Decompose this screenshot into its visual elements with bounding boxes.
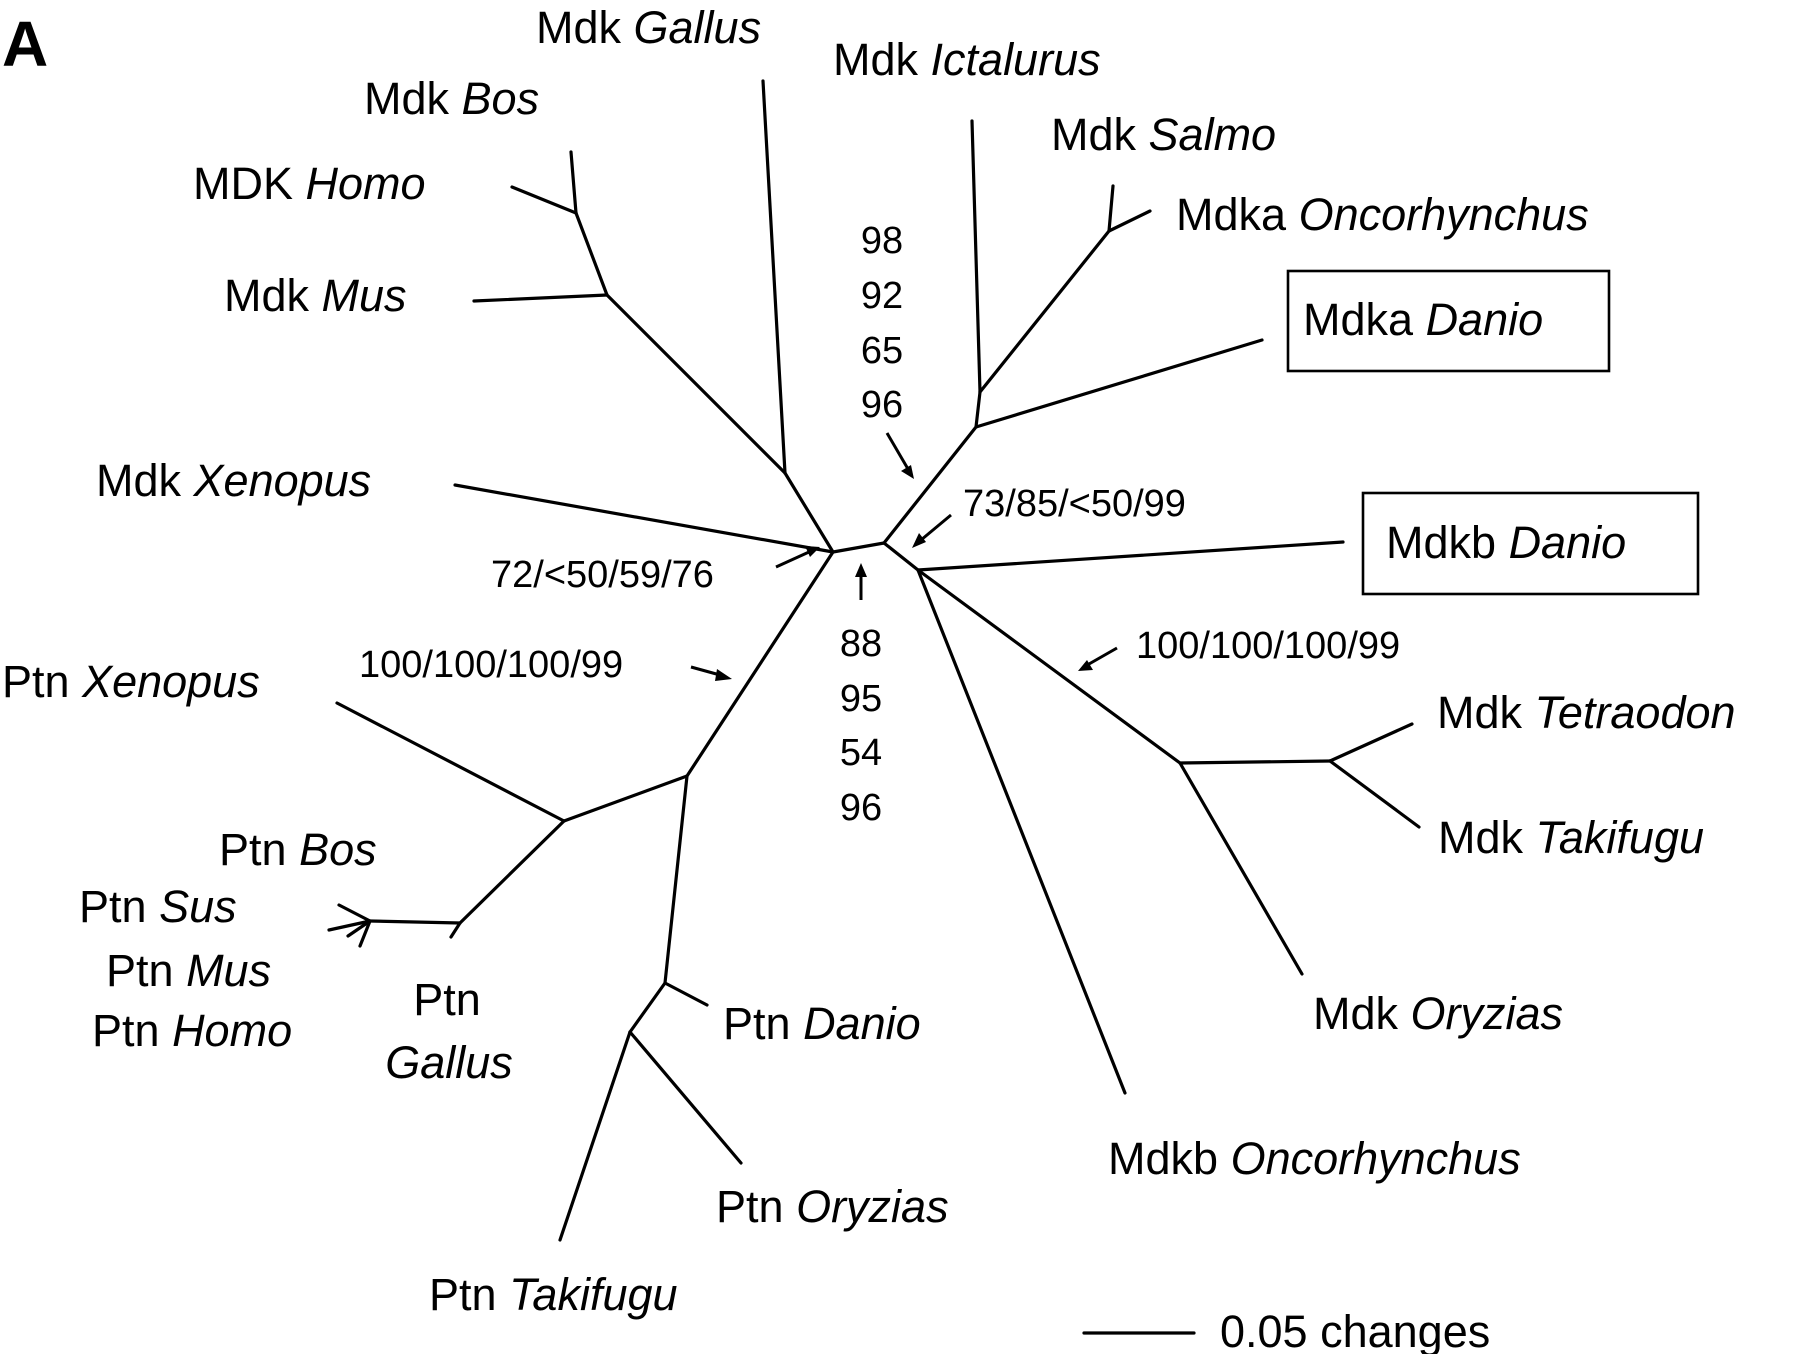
taxon-label-mdk-homo: MDK Homo bbox=[193, 158, 426, 209]
support-mdk-clade: 73/85/<50/99 bbox=[963, 483, 1186, 525]
taxon-label-mdk-mus: Mdk Mus bbox=[224, 270, 407, 321]
arrow-ptn-clade-node bbox=[690, 665, 732, 681]
panel-label: A bbox=[2, 8, 48, 80]
branch-mdka-stem bbox=[882, 425, 978, 545]
branch-mdk-mus bbox=[472, 293, 609, 303]
branch-fish-ptn-stem bbox=[663, 774, 689, 985]
support-arrows bbox=[690, 432, 1118, 681]
arrow-mdk-clade-node bbox=[912, 513, 952, 548]
branch-mammal-ptn-stem bbox=[368, 919, 462, 925]
branch-mdk-takifugu bbox=[1328, 759, 1421, 829]
scale-bar: 0.05 changes bbox=[1082, 1306, 1490, 1354]
taxon-label-mdkb-oncorhynchus: Mdkb Oncorhynchus bbox=[1108, 1133, 1521, 1184]
branch-ptn-mus-homo bbox=[346, 919, 372, 948]
taxon-label-ptn-sus: Ptn Sus bbox=[79, 881, 237, 932]
branch-tetrapod-ptn-stem bbox=[562, 774, 689, 823]
support-fish-mdka-2: 92 bbox=[861, 275, 903, 317]
branch-mdka-inner bbox=[974, 390, 982, 429]
support-value-labels: 98 92 65 96 73/85/<50/99 72/<50/59/76 88… bbox=[359, 220, 1400, 829]
branch-mdk-bos bbox=[569, 150, 578, 215]
taxon-label-mdk-ictalurus: Mdk Ictalurus bbox=[833, 34, 1101, 85]
branch-fish-ptn-inner bbox=[628, 981, 667, 1034]
mdkb-danio-highlight-box bbox=[1361, 491, 1700, 596]
tree-branches bbox=[327, 79, 1421, 1242]
branch-central bbox=[831, 541, 886, 554]
taxon-label-ptn-mus: Ptn Mus bbox=[106, 945, 271, 996]
branch-mdk-xenopus bbox=[453, 483, 835, 554]
branch-ptn-stem bbox=[685, 550, 835, 778]
mdka-danio-highlight-box bbox=[1286, 269, 1611, 373]
support-central-2: 95 bbox=[840, 678, 882, 720]
branch-ptn-oryzias bbox=[628, 1030, 743, 1165]
taxon-label-mdk-bos: Mdk Bos bbox=[364, 73, 539, 124]
branch-bos-homo-stem bbox=[574, 211, 609, 297]
branch-mdka-danio bbox=[974, 338, 1264, 429]
branch-mdk-homo bbox=[510, 185, 578, 215]
support-central-4: 96 bbox=[840, 787, 882, 829]
support-ptn-clade: 100/100/100/99 bbox=[359, 644, 623, 686]
branch-mdka-oncorhynchus bbox=[1107, 209, 1152, 233]
support-fish-mdka-3: 65 bbox=[861, 330, 903, 372]
branch-ptn-danio bbox=[663, 981, 709, 1007]
taxon-label-mdkb-danio: Mdkb Danio bbox=[1386, 517, 1626, 568]
taxon-label-ptn-takifugu: Ptn Takifugu bbox=[429, 1269, 678, 1320]
branch-pufferfish-mdk-stem bbox=[1178, 759, 1332, 765]
support-central-1: 88 bbox=[840, 623, 882, 665]
arrow-fish-mdka-node bbox=[885, 432, 914, 479]
branch-tetrapod-mdk-stem bbox=[783, 471, 835, 554]
branch-ptn-sus-bos bbox=[327, 903, 372, 932]
taxon-label-ptn-homo: Ptn Homo bbox=[92, 1005, 292, 1056]
branch-mdk-salmo bbox=[1107, 184, 1115, 233]
taxon-label-mdk-gallus: Mdk Gallus bbox=[536, 2, 761, 53]
branch-amniote-ptn-stem bbox=[458, 819, 566, 925]
arrow-fish-mdkb-node bbox=[1078, 646, 1118, 671]
branch-mammal-mdk-stem bbox=[605, 293, 787, 475]
arrow-tetrapod-mdk-node bbox=[775, 546, 820, 569]
branch-fish-mdk-stem bbox=[882, 541, 920, 572]
branch-salmonid-mdka-stem bbox=[978, 229, 1111, 394]
arrow-central-node bbox=[855, 563, 867, 600]
support-tetrapod-mdk: 72/<50/59/76 bbox=[491, 554, 714, 596]
taxon-label-ptn-gallus-gene: Ptn bbox=[413, 974, 481, 1025]
taxon-label-mdk-salmo: Mdk Salmo bbox=[1051, 109, 1276, 160]
branch-ptn-takifugu bbox=[558, 1030, 632, 1242]
support-fish-mdka-1: 98 bbox=[861, 220, 903, 262]
taxon-label-ptn-gallus-species: Gallus bbox=[385, 1037, 513, 1088]
branch-mdk-tetraodon bbox=[1328, 722, 1414, 763]
taxon-label-mdk-tetraodon: Mdk Tetraodon bbox=[1437, 687, 1736, 738]
branch-mdkb-oncorhynchus bbox=[916, 568, 1127, 1095]
branch-mdkb-danio bbox=[916, 540, 1345, 572]
taxon-label-ptn-danio: Ptn Danio bbox=[723, 998, 921, 1049]
taxon-label-mdk-xenopus: Mdk Xenopus bbox=[96, 455, 371, 506]
taxon-labels: Mdk Gallus Mdk Ictalurus Mdk Bos Mdk Sal… bbox=[2, 2, 1736, 1320]
taxon-label-ptn-oryzias: Ptn Oryzias bbox=[716, 1181, 949, 1232]
support-fish-mdka-4: 96 bbox=[861, 384, 903, 426]
support-fish-mdkb: 100/100/100/99 bbox=[1136, 625, 1400, 667]
branch-mdk-ictalurus bbox=[970, 119, 982, 394]
taxon-label-mdka-oncorhynchus: Mdka Oncorhynchus bbox=[1176, 189, 1589, 240]
branch-ptn-gallus bbox=[449, 921, 462, 939]
branch-mdk-oryzias bbox=[1178, 761, 1304, 976]
taxon-label-mdk-oryzias: Mdk Oryzias bbox=[1313, 988, 1563, 1039]
branch-mdk-gallus bbox=[761, 79, 787, 475]
branch-ptn-xenopus bbox=[335, 701, 566, 823]
taxon-label-ptn-xenopus: Ptn Xenopus bbox=[2, 656, 260, 707]
taxon-label-mdka-danio: Mdka Danio bbox=[1303, 294, 1543, 345]
scale-bar-label: 0.05 changes bbox=[1220, 1306, 1490, 1354]
taxon-label-ptn-bos: Ptn Bos bbox=[219, 824, 377, 875]
support-central-3: 54 bbox=[840, 732, 882, 774]
taxon-label-mdk-takifugu: Mdk Takifugu bbox=[1438, 812, 1704, 863]
branch-acanthopterygian-mdk-stem bbox=[916, 568, 1182, 765]
